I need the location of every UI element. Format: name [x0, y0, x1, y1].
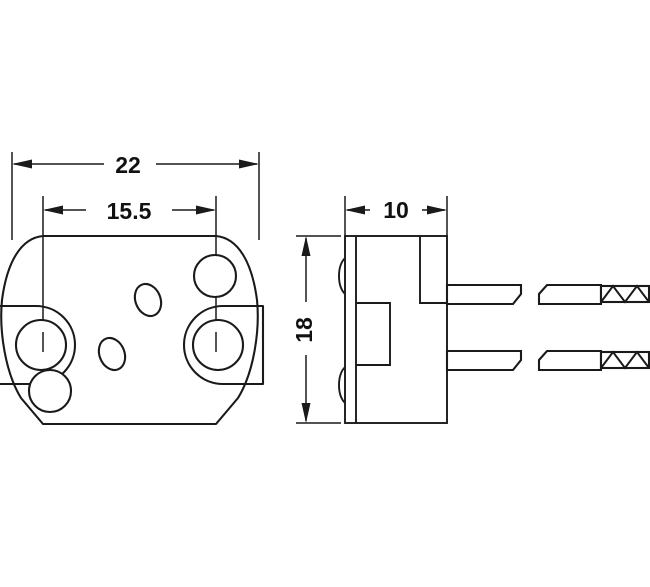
- dimension-18: 18: [291, 235, 341, 424]
- lead-wire-lower-segment-b: [537, 349, 603, 372]
- side-upper-boss-bulge: [338, 257, 346, 295]
- front-right-mounting-hole: [191, 318, 245, 372]
- dimension-15-5: 15.5: [42, 196, 217, 332]
- front-centre-ellipse-upper: [133, 282, 163, 318]
- dimension-label-22: 22: [115, 152, 141, 178]
- arrowhead-right-10: [427, 205, 447, 215]
- side-terminal-recess: [419, 236, 447, 304]
- front-lower-left-hole: [27, 368, 73, 414]
- dimension-label-10: 10: [383, 197, 409, 223]
- dimension-10: 10: [344, 196, 448, 236]
- lead-wire-upper-crimp: [599, 284, 650, 304]
- lead-wire-upper-crimp-zigzag: [600, 284, 650, 304]
- front-body-outline: [0, 234, 259, 426]
- dimension-22: 22: [11, 152, 260, 240]
- lead-wire-lower: [445, 349, 650, 372]
- front-left-mounting-hole: [14, 318, 68, 372]
- side-lower-boss-bulge: [338, 366, 346, 404]
- lead-wire-lower-crimp-zigzag: [600, 350, 650, 370]
- lead-wire-upper-segment-b: [537, 283, 603, 306]
- side-body-rect: [344, 235, 448, 424]
- dimension-label-18: 18: [291, 317, 317, 343]
- lead-wire-upper-segment-a: [445, 283, 523, 306]
- lead-wire-lower-crimp: [599, 350, 650, 370]
- side-latch-block: [356, 302, 391, 366]
- arrowhead-right-15-5: [196, 205, 216, 215]
- dimension-label-15-5: 15.5: [107, 198, 152, 224]
- arrowhead-left-22: [12, 159, 32, 169]
- front-view-body: [0, 234, 265, 426]
- lead-wire-upper: [445, 283, 650, 306]
- side-view-body: [338, 235, 448, 424]
- arrowhead-right-22: [239, 159, 259, 169]
- arrowhead-bottom-18: [301, 403, 311, 423]
- arrowhead-top-18: [301, 236, 311, 256]
- arrowhead-left-10: [345, 205, 365, 215]
- front-right-boss-outline: [182, 304, 265, 386]
- arrowhead-left-15-5: [43, 205, 63, 215]
- front-upper-right-hole: [192, 253, 238, 299]
- front-centre-ellipse-lower: [97, 336, 127, 372]
- lead-wire-lower-segment-a: [445, 349, 523, 372]
